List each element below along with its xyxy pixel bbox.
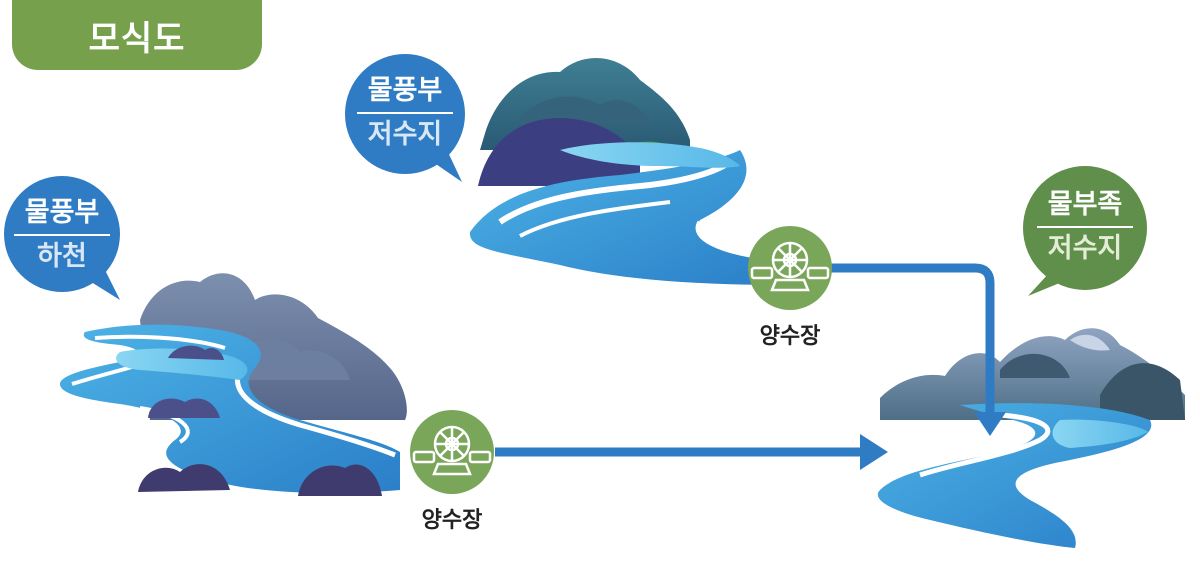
bubble-reservoir-short-line2: 저수지 [1047,232,1123,264]
bubble-river-text: 물풍부 하천 [12,196,112,274]
bubble-reservoir-short-text: 물부족 저수지 [1035,188,1135,266]
pump-station-lower [410,410,494,494]
pump-lower-label: 양수장 [421,508,483,533]
arrow-lower-to-reservoir [495,434,888,470]
bubble-reservoir-short [1023,166,1147,296]
bubble-reservoir-rich-line2: 저수지 [367,118,443,150]
pump-station-upper [748,226,832,310]
bubble-river-line1: 물풍부 [14,196,110,236]
river-landscape [59,273,407,496]
reservoir-short-landscape [877,328,1185,548]
pump-upper-label: 양수장 [759,324,821,349]
arrow-upper-to-reservoir [830,263,1006,436]
diagram-title: 모식도 [12,0,262,70]
bubble-reservoir-rich-line1: 물풍부 [357,74,453,114]
bubble-reservoir-short-line1: 물부족 [1037,188,1133,228]
bubble-reservoir-rich [345,54,465,182]
upper-reservoir-landscape [469,58,780,285]
pump-icon [750,241,830,292]
bubble-reservoir-rich-text: 물풍부 저수지 [355,74,455,152]
bubble-river-line2: 하천 [37,240,87,272]
pump-icon [412,425,492,476]
